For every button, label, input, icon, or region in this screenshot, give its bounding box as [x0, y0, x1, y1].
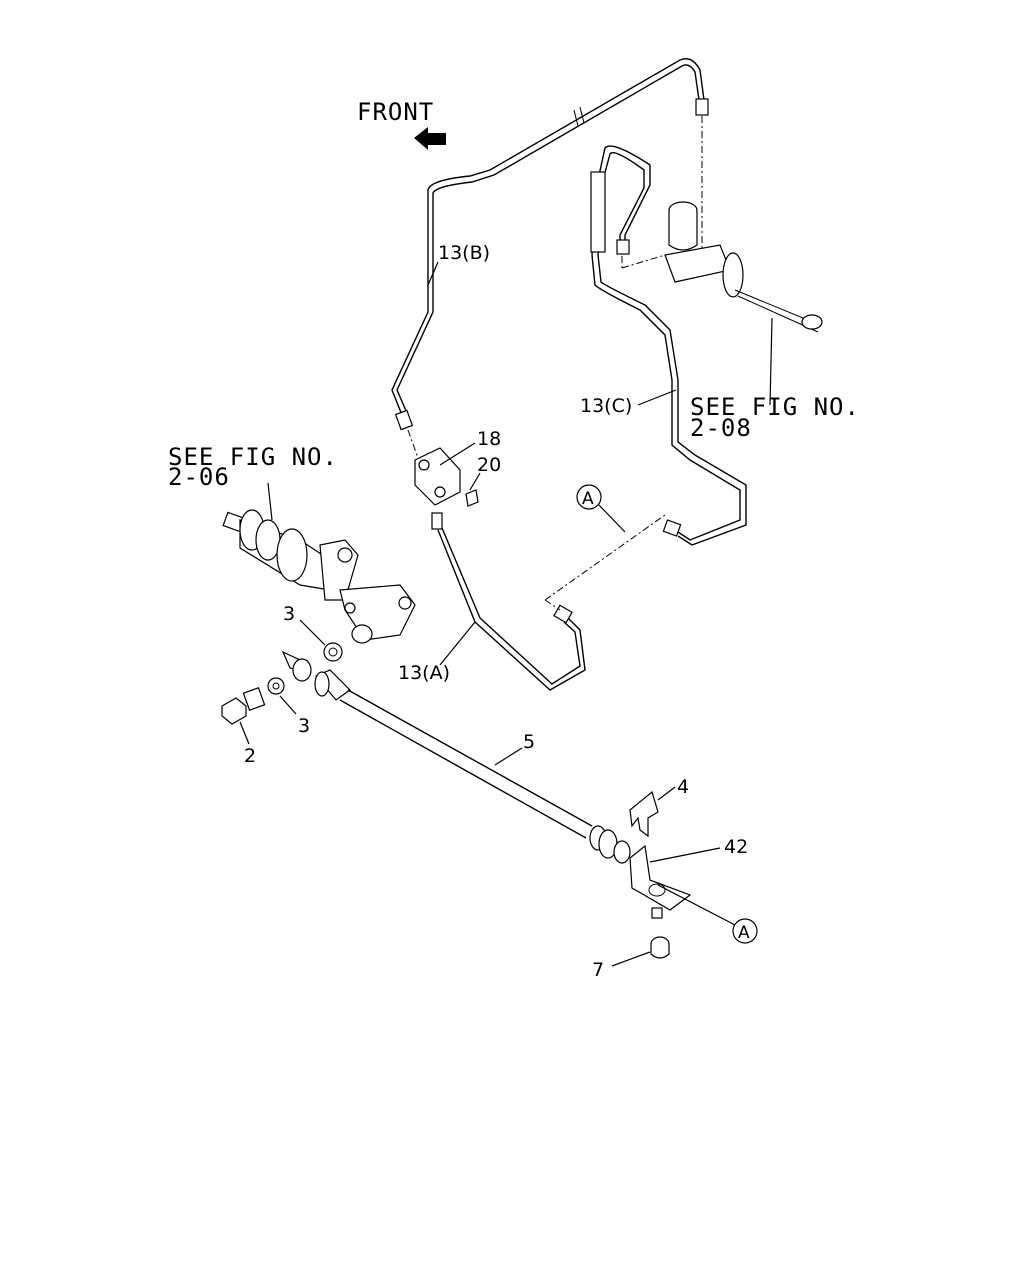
callout-2: 2 [244, 745, 256, 767]
washer-upper-hole [328, 647, 338, 657]
flexible-hose [281, 650, 631, 864]
front-arrow-icon [414, 127, 446, 150]
marker-a-upper: A [576, 484, 602, 510]
washer-upper [323, 642, 343, 662]
ref-2-08-line1: SEE FIG NO. [690, 393, 860, 421]
marker-a-lower: A [732, 918, 758, 944]
nut [650, 936, 670, 959]
leader-lines [239, 261, 773, 967]
marker-a-lower-label: A [738, 923, 750, 943]
washer-lower [267, 677, 285, 695]
callout-5: 5 [523, 731, 535, 753]
union-bolt [221, 687, 266, 725]
slave-cylinder [222, 509, 416, 644]
callout-3-lower: 3 [298, 715, 310, 737]
callout-18: 18 [477, 428, 501, 450]
pipe-13a [431, 512, 666, 691]
washer-lower-hole [272, 682, 280, 690]
hose-clip [629, 790, 659, 838]
callout-13b: 13(B) [438, 242, 490, 264]
callout-20: 20 [477, 454, 501, 476]
ref-2-06-line1: SEE FIG NO. [168, 443, 338, 471]
pipe-13c [590, 145, 747, 546]
callout-4: 4 [677, 776, 689, 798]
callout-13a: 13(A) [398, 662, 450, 684]
master-cylinder [621, 201, 823, 333]
marker-a-upper-label: A [582, 489, 594, 509]
callout-13c: 13(C) [580, 395, 632, 417]
hose-bracket [629, 844, 692, 919]
ref-2-06-line2: 2-06 [168, 463, 230, 491]
callout-7: 7 [592, 959, 604, 981]
marker-a-upper-leader [598, 504, 626, 533]
front-label: FRONT [357, 98, 434, 126]
callout-42: 42 [724, 836, 748, 858]
callout-3-upper: 3 [283, 603, 295, 625]
junction-block [414, 447, 479, 507]
pipe-13b [391, 58, 709, 459]
ref-2-08-line2: 2-08 [690, 414, 752, 442]
